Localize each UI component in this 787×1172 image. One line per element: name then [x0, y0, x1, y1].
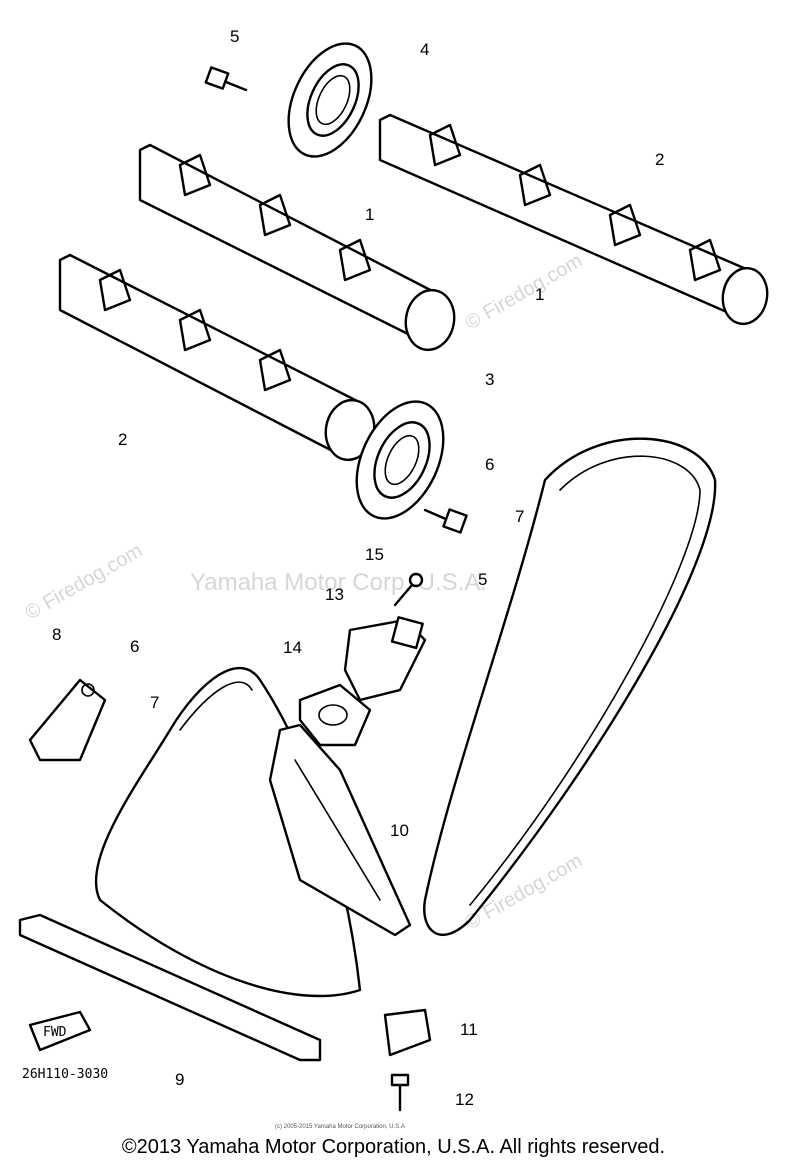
callout-7b: 7: [150, 693, 159, 712]
part-code: 26H110-3030: [22, 1067, 108, 1082]
chain-damper-left: [28, 678, 107, 762]
chain-tensioner: [343, 616, 427, 702]
callout-1a: 1: [365, 205, 374, 224]
camshaft-2-lower: [58, 253, 376, 462]
callout-4: 4: [420, 40, 429, 59]
watermark-center: Yamaha Motor Corp. U.S.A.: [190, 569, 487, 596]
callouts: 1 1 2 2 3 4 5 5 6 6 7 7 8 9 10 11 12 13 …: [52, 27, 664, 1109]
chain-guide-bracket: [383, 1008, 432, 1057]
bracket-bolt: [390, 1073, 410, 1112]
footer-copyright: ©2013 Yamaha Motor Corporation, U.S.A. A…: [121, 1136, 666, 1158]
callout-11: 11: [460, 1020, 478, 1039]
camshaft-1-upper: [138, 143, 456, 352]
callout-6a: 6: [485, 455, 494, 474]
callout-15: 15: [365, 545, 384, 564]
callout-5b: 5: [478, 570, 487, 589]
callout-9: 9: [175, 1070, 184, 1089]
bolt-lower: [423, 508, 468, 534]
callout-14: 14: [283, 638, 302, 657]
callout-5a: 5: [230, 27, 239, 46]
tensioner-gasket: [298, 683, 372, 747]
chain-guide-rear: [268, 723, 412, 937]
chain-guide-bottom: [18, 913, 322, 1062]
callout-6b: 6: [130, 637, 139, 656]
watermark-site-right: © Firedog.com: [462, 250, 587, 335]
camshaft-2-upper-right: [378, 113, 769, 326]
timing-chain-left: [94, 666, 362, 998]
callout-13: 13: [325, 585, 344, 604]
callout-10: 10: [390, 821, 409, 840]
small-copyright: (c) 2005-2015 Yamaha Motor Corporation, …: [275, 1124, 405, 1130]
cam-sprocket-upper: [287, 42, 373, 158]
callout-2a: 2: [655, 150, 664, 169]
forward-arrow-icon: FWD: [28, 1010, 92, 1052]
timing-chain-right: [423, 437, 717, 937]
callout-12: 12: [455, 1090, 474, 1109]
callout-1b: 1: [535, 285, 544, 304]
cam-sprocket-lower: [355, 400, 445, 520]
bolt-upper: [204, 66, 248, 92]
watermark-site-left: © Firedog.com: [22, 540, 147, 625]
fwd-label: FWD: [43, 1025, 67, 1040]
callout-3: 3: [485, 370, 494, 389]
callout-7a: 7: [515, 507, 524, 526]
callout-8: 8: [52, 625, 61, 644]
callout-2b: 2: [118, 430, 127, 449]
tensioner-bolt: [393, 572, 424, 607]
